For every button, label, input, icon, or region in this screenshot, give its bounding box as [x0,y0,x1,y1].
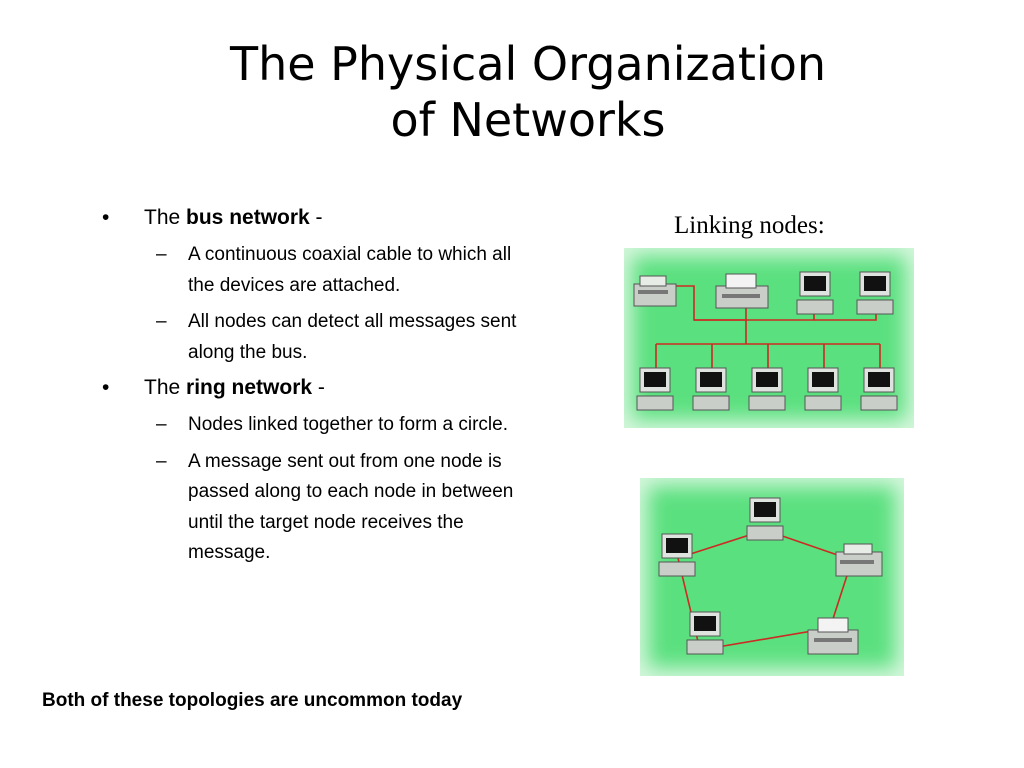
bus-network-diagram [624,248,914,428]
computer-icon [796,271,834,315]
bullet-ring-network: • The ring network - [100,374,530,402]
dash-icon: – [156,311,167,332]
printer-icon [715,273,769,309]
sub-bullet: – All nodes can detect all messages sent… [100,307,518,368]
slide-title: The Physical Organization of Networks [0,36,1024,148]
computer-icon [686,611,724,655]
bullet-suffix: - [312,376,325,399]
computer-icon [856,271,894,315]
computer-icon [748,367,786,411]
sub-bullet-text: A continuous coaxial cable to which all … [188,244,512,296]
computer-icon [658,533,696,577]
computer-icon [636,367,674,411]
computer-icon [804,367,842,411]
printer-icon [633,275,677,307]
sub-bullet: – A message sent out from one node is pa… [100,447,518,569]
dash-icon: – [156,414,167,435]
sub-bullet: – A continuous coaxial cable to which al… [100,240,518,301]
sub-bullet-text: All nodes can detect all messages sent a… [188,311,517,363]
sub-bullet-text: Nodes linked together to form a circle. [188,414,508,435]
bullet-term: ring network [186,376,313,399]
computer-icon [692,367,730,411]
bullet-list: • The bus network - – A continuous coaxi… [100,204,530,575]
title-line-1: The Physical Organization [229,37,826,91]
dash-icon: – [156,450,167,472]
title-line-2: of Networks [390,93,666,147]
dash-icon: – [156,244,167,265]
ring-network-diagram [640,478,904,676]
ring-network-svg [658,497,883,655]
bullet-dot-icon: • [102,376,110,399]
footer-note: Both of these topologies are uncommon to… [42,690,463,711]
bus-network-svg [633,271,898,411]
figure-caption: Linking nodes: [674,212,825,239]
bullet-bus-network: • The bus network - [100,204,530,232]
sub-bullet: – Nodes linked together to form a circle… [100,410,518,441]
bullet-prefix: The [144,376,187,399]
bullet-dot-icon: • [102,206,110,229]
printer-icon [835,543,883,577]
bullet-term: bus network [186,206,310,229]
sub-bullet-text: A message sent out from one node is pass… [188,450,514,564]
computer-icon [860,367,898,411]
bullet-suffix: - [309,206,323,229]
printer-icon [807,617,859,655]
computer-icon [746,497,784,541]
bullet-prefix: The [144,206,187,229]
